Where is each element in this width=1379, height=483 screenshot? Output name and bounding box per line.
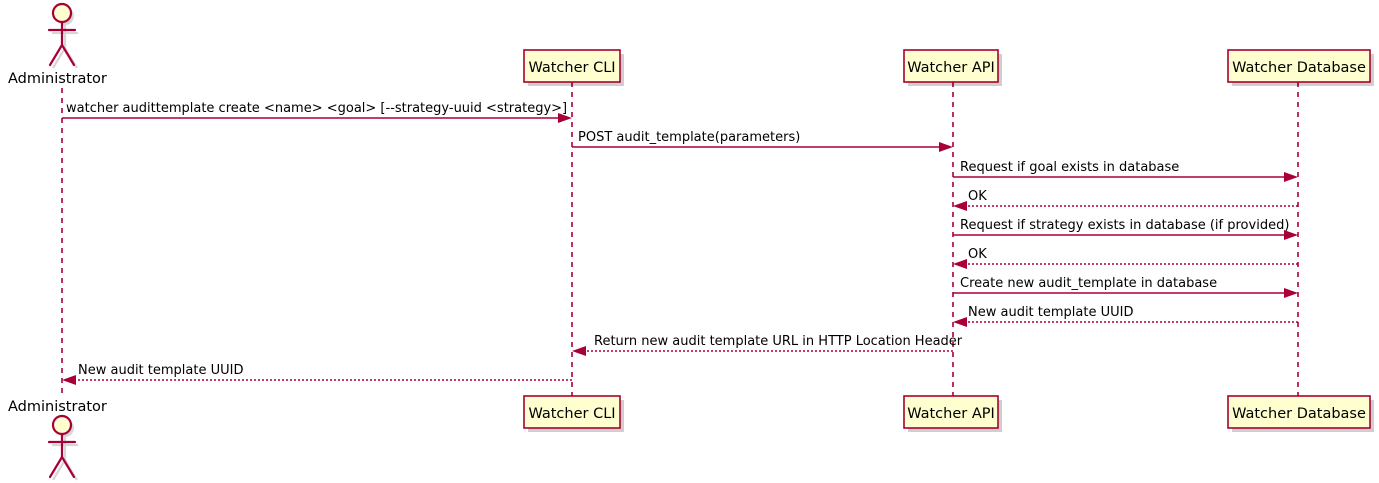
actor-right-leg-icon <box>60 43 76 67</box>
lifelines <box>61 82 1299 396</box>
message-label-3: Request if goal exists in database <box>960 160 1179 175</box>
arrow-head-left-icon <box>62 375 76 385</box>
actor-administrator-bottom[interactable]: Administrator <box>8 399 107 481</box>
arrow-head-right-icon <box>1284 172 1298 182</box>
actor-head-icon <box>51 2 73 24</box>
participant-box-watcher-api-bottom[interactable]: Watcher API <box>903 395 1002 432</box>
actor-left-leg-icon <box>48 43 64 67</box>
message-label-10: New audit template UUID <box>78 363 243 378</box>
message-label-1: watcher audittemplate create <name> <goa… <box>66 101 567 116</box>
message-label-6: OK <box>968 247 987 262</box>
participant-box-watcher-cli-top[interactable]: Watcher CLI <box>523 49 624 86</box>
arrow-head-right-icon <box>1284 230 1298 240</box>
participant-label-watcher-api-top: Watcher API <box>907 60 995 76</box>
message-label-9: Return new audit template URL in HTTP Lo… <box>594 334 963 349</box>
participant-label-watcher-cli-top: Watcher CLI <box>528 60 615 76</box>
actor-administrator-top[interactable]: Administrator <box>8 2 107 87</box>
message-4[interactable]: OK <box>953 189 1298 211</box>
message-3[interactable]: Request if goal exists in database <box>953 160 1298 182</box>
actor-head-icon <box>51 414 73 436</box>
actor-label-administrator-top: Administrator <box>8 71 107 87</box>
message-5[interactable]: Request if strategy exists in database (… <box>953 218 1298 240</box>
arrow-head-left-icon <box>572 346 586 356</box>
message-2[interactable]: POST audit_template(parameters) <box>572 130 953 152</box>
message-label-7: Create new audit_template in database <box>960 276 1217 291</box>
participant-box-watcher-database-top[interactable]: Watcher Database <box>1227 49 1374 86</box>
participant-box-watcher-database-bottom[interactable]: Watcher Database <box>1227 395 1374 432</box>
participant-label-watcher-database-top: Watcher Database <box>1232 60 1366 76</box>
participant-box-watcher-cli-bottom[interactable]: Watcher CLI <box>523 395 624 432</box>
arrow-head-left-icon <box>953 201 967 211</box>
participant-label-watcher-cli-bottom: Watcher CLI <box>528 406 615 422</box>
message-6[interactable]: OK <box>953 247 1298 269</box>
arrow-head-right-icon <box>939 142 953 152</box>
actor-right-leg-icon <box>60 455 76 479</box>
message-9[interactable]: Return new audit template URL in HTTP Lo… <box>572 334 963 356</box>
message-10[interactable]: New audit template UUID <box>62 363 572 385</box>
message-label-8: New audit template UUID <box>968 305 1133 320</box>
message-label-4: OK <box>968 189 987 204</box>
message-7[interactable]: Create new audit_template in database <box>953 276 1298 298</box>
message-1[interactable]: watcher audittemplate create <name> <goa… <box>62 101 572 123</box>
arrow-head-right-icon <box>1284 288 1298 298</box>
actor-label-administrator-bottom: Administrator <box>8 399 107 415</box>
participant-label-watcher-api-bottom: Watcher API <box>907 406 995 422</box>
message-label-5: Request if strategy exists in database (… <box>960 218 1289 233</box>
participant-label-watcher-database-bottom: Watcher Database <box>1232 406 1366 422</box>
arrow-head-right-icon <box>558 113 572 123</box>
participant-box-watcher-api-top[interactable]: Watcher API <box>903 49 1002 86</box>
message-label-2: POST audit_template(parameters) <box>578 130 800 145</box>
message-8[interactable]: New audit template UUID <box>953 305 1298 327</box>
arrow-head-left-icon <box>953 317 967 327</box>
actor-left-leg-icon <box>48 455 64 479</box>
arrow-head-left-icon <box>953 259 967 269</box>
